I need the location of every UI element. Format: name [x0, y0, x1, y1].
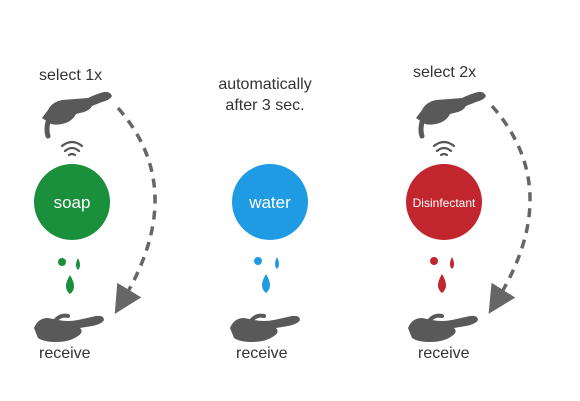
drops-icon	[58, 258, 80, 294]
step1-top-label: select 1x	[39, 67, 103, 84]
hand-wave-icon	[416, 92, 486, 136]
step1-bottom-label: receive	[39, 345, 91, 362]
dashed-arc-arrow-icon	[488, 104, 532, 314]
open-palm-icon	[228, 313, 302, 344]
step2-bottom-label: receive	[236, 345, 288, 362]
soap-label: soap	[54, 193, 91, 212]
drops-icon	[430, 257, 454, 293]
dashed-arc-arrow-icon	[114, 106, 157, 314]
disinfectant-circle	[406, 164, 482, 240]
step2-top-label-line2: after 3 sec.	[225, 97, 305, 114]
step3-top-label: select 2x	[413, 64, 477, 81]
soap-circle	[34, 164, 110, 240]
hand-wave-icon	[42, 92, 112, 136]
step3-bottom-label: receive	[418, 345, 470, 362]
step2-top-label: automatically after 3 sec.	[195, 74, 335, 116]
sensor-waves-icon	[60, 140, 84, 157]
step2-top-label-line1: automatically	[218, 76, 312, 93]
sensor-waves-icon	[432, 140, 456, 157]
water-label: water	[248, 193, 291, 212]
open-palm-icon	[406, 313, 480, 344]
disinfectant-label: Disinfectant	[413, 196, 476, 210]
drops-icon	[254, 257, 279, 293]
open-palm-icon	[32, 313, 106, 344]
water-circle	[232, 164, 308, 240]
